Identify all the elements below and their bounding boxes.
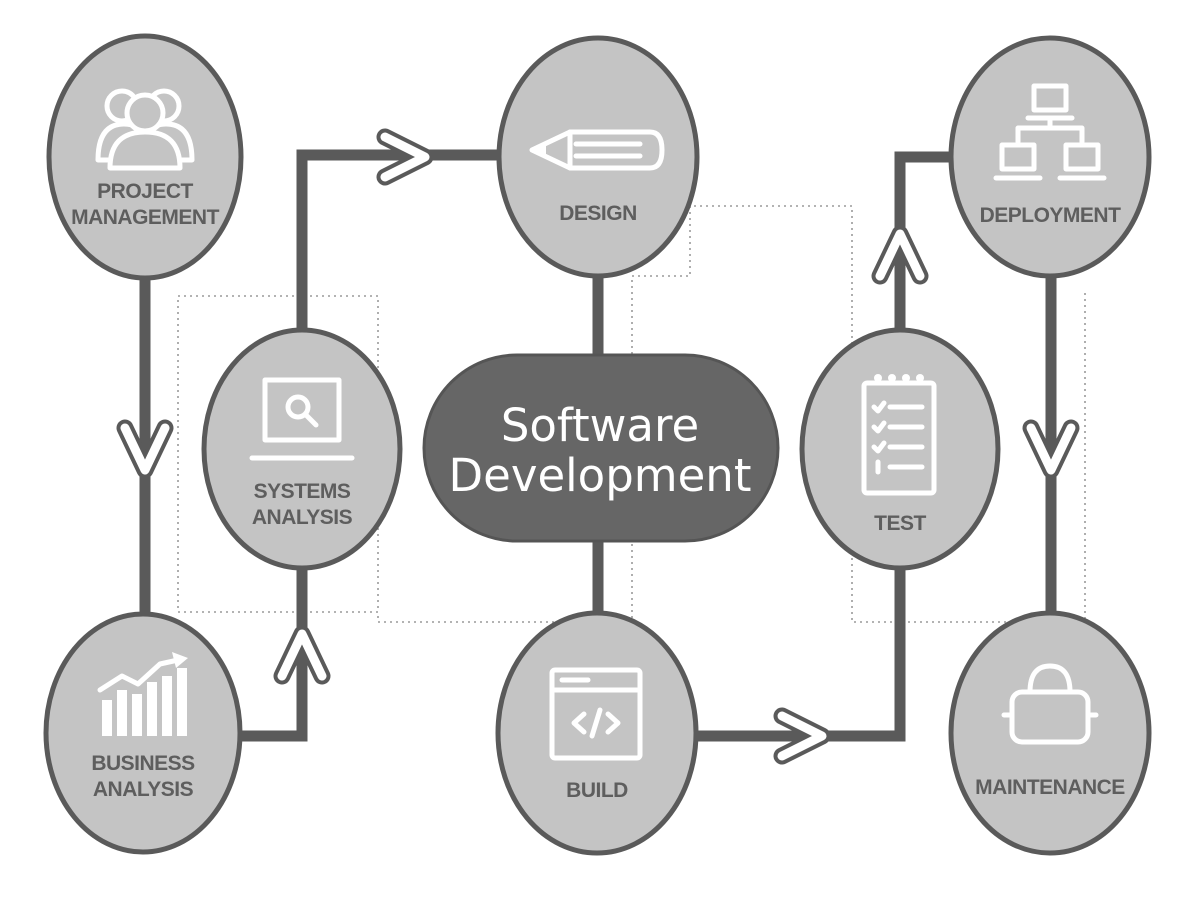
node-circle bbox=[948, 35, 1152, 279]
node-label: DESIGN bbox=[559, 202, 637, 225]
pencil-icon bbox=[529, 129, 665, 171]
node-circle bbox=[948, 610, 1152, 856]
node-project-management: PROJECT MANAGEMENT bbox=[46, 33, 244, 281]
connector-build-to-test bbox=[697, 565, 906, 742]
node-label-line1: BUSINESS bbox=[91, 752, 195, 775]
chevron-down-icon bbox=[116, 419, 174, 479]
chevron-right-icon bbox=[773, 707, 831, 765]
connectors bbox=[139, 149, 1057, 742]
chevron-up-icon bbox=[273, 625, 331, 685]
center-pill bbox=[422, 353, 780, 543]
node-design: DESIGN bbox=[496, 35, 700, 279]
node-label-line2: ANALYSIS bbox=[93, 778, 194, 801]
code-window-icon bbox=[549, 667, 643, 761]
chevron-arrows bbox=[116, 128, 1080, 765]
node-circle bbox=[43, 611, 243, 855]
chevron-right-icon bbox=[376, 128, 434, 186]
connector-ba-to-sa bbox=[240, 565, 308, 742]
dotted-guide-right bbox=[377, 205, 1086, 623]
node-systems-analysis: SYSTEMS ANALYSIS bbox=[201, 327, 403, 571]
chevron-up-icon bbox=[871, 225, 929, 285]
connector-sa-to-design bbox=[296, 149, 498, 333]
chevron-down-icon bbox=[1022, 419, 1080, 479]
node-circle bbox=[495, 610, 699, 856]
node-label: BUILD bbox=[566, 779, 628, 802]
network-icon bbox=[993, 83, 1107, 181]
node-build: BUILD bbox=[495, 610, 699, 856]
node-label: TEST bbox=[874, 512, 926, 535]
dotted-guides bbox=[177, 205, 1086, 623]
node-deployment: DEPLOYMENT bbox=[948, 35, 1152, 279]
node-business-analysis: BUSINESS ANALYSIS bbox=[43, 611, 243, 855]
node-label-line1: PROJECT bbox=[97, 180, 193, 203]
toolbox-icon bbox=[1001, 663, 1099, 745]
node-label: DEPLOYMENT bbox=[980, 204, 1122, 227]
node-maintenance: MAINTENANCE bbox=[948, 610, 1152, 856]
growth-chart-icon bbox=[97, 652, 188, 736]
center-title-line2: Development bbox=[449, 449, 752, 502]
people-icon bbox=[95, 88, 195, 171]
node-test: TEST bbox=[799, 327, 1001, 571]
center-title-line1: Software bbox=[501, 399, 699, 452]
node-label-line2: ANALYSIS bbox=[252, 506, 353, 529]
node-circle bbox=[201, 327, 403, 571]
laptop-search-icon bbox=[249, 377, 355, 461]
center-node: Software Development bbox=[422, 353, 780, 543]
node-label-line2: MANAGEMENT bbox=[71, 206, 219, 229]
node-label-line1: SYSTEMS bbox=[254, 480, 351, 503]
checklist-icon bbox=[861, 374, 937, 496]
node-label: MAINTENANCE bbox=[975, 776, 1125, 799]
connector-test-to-deployment bbox=[894, 151, 950, 333]
